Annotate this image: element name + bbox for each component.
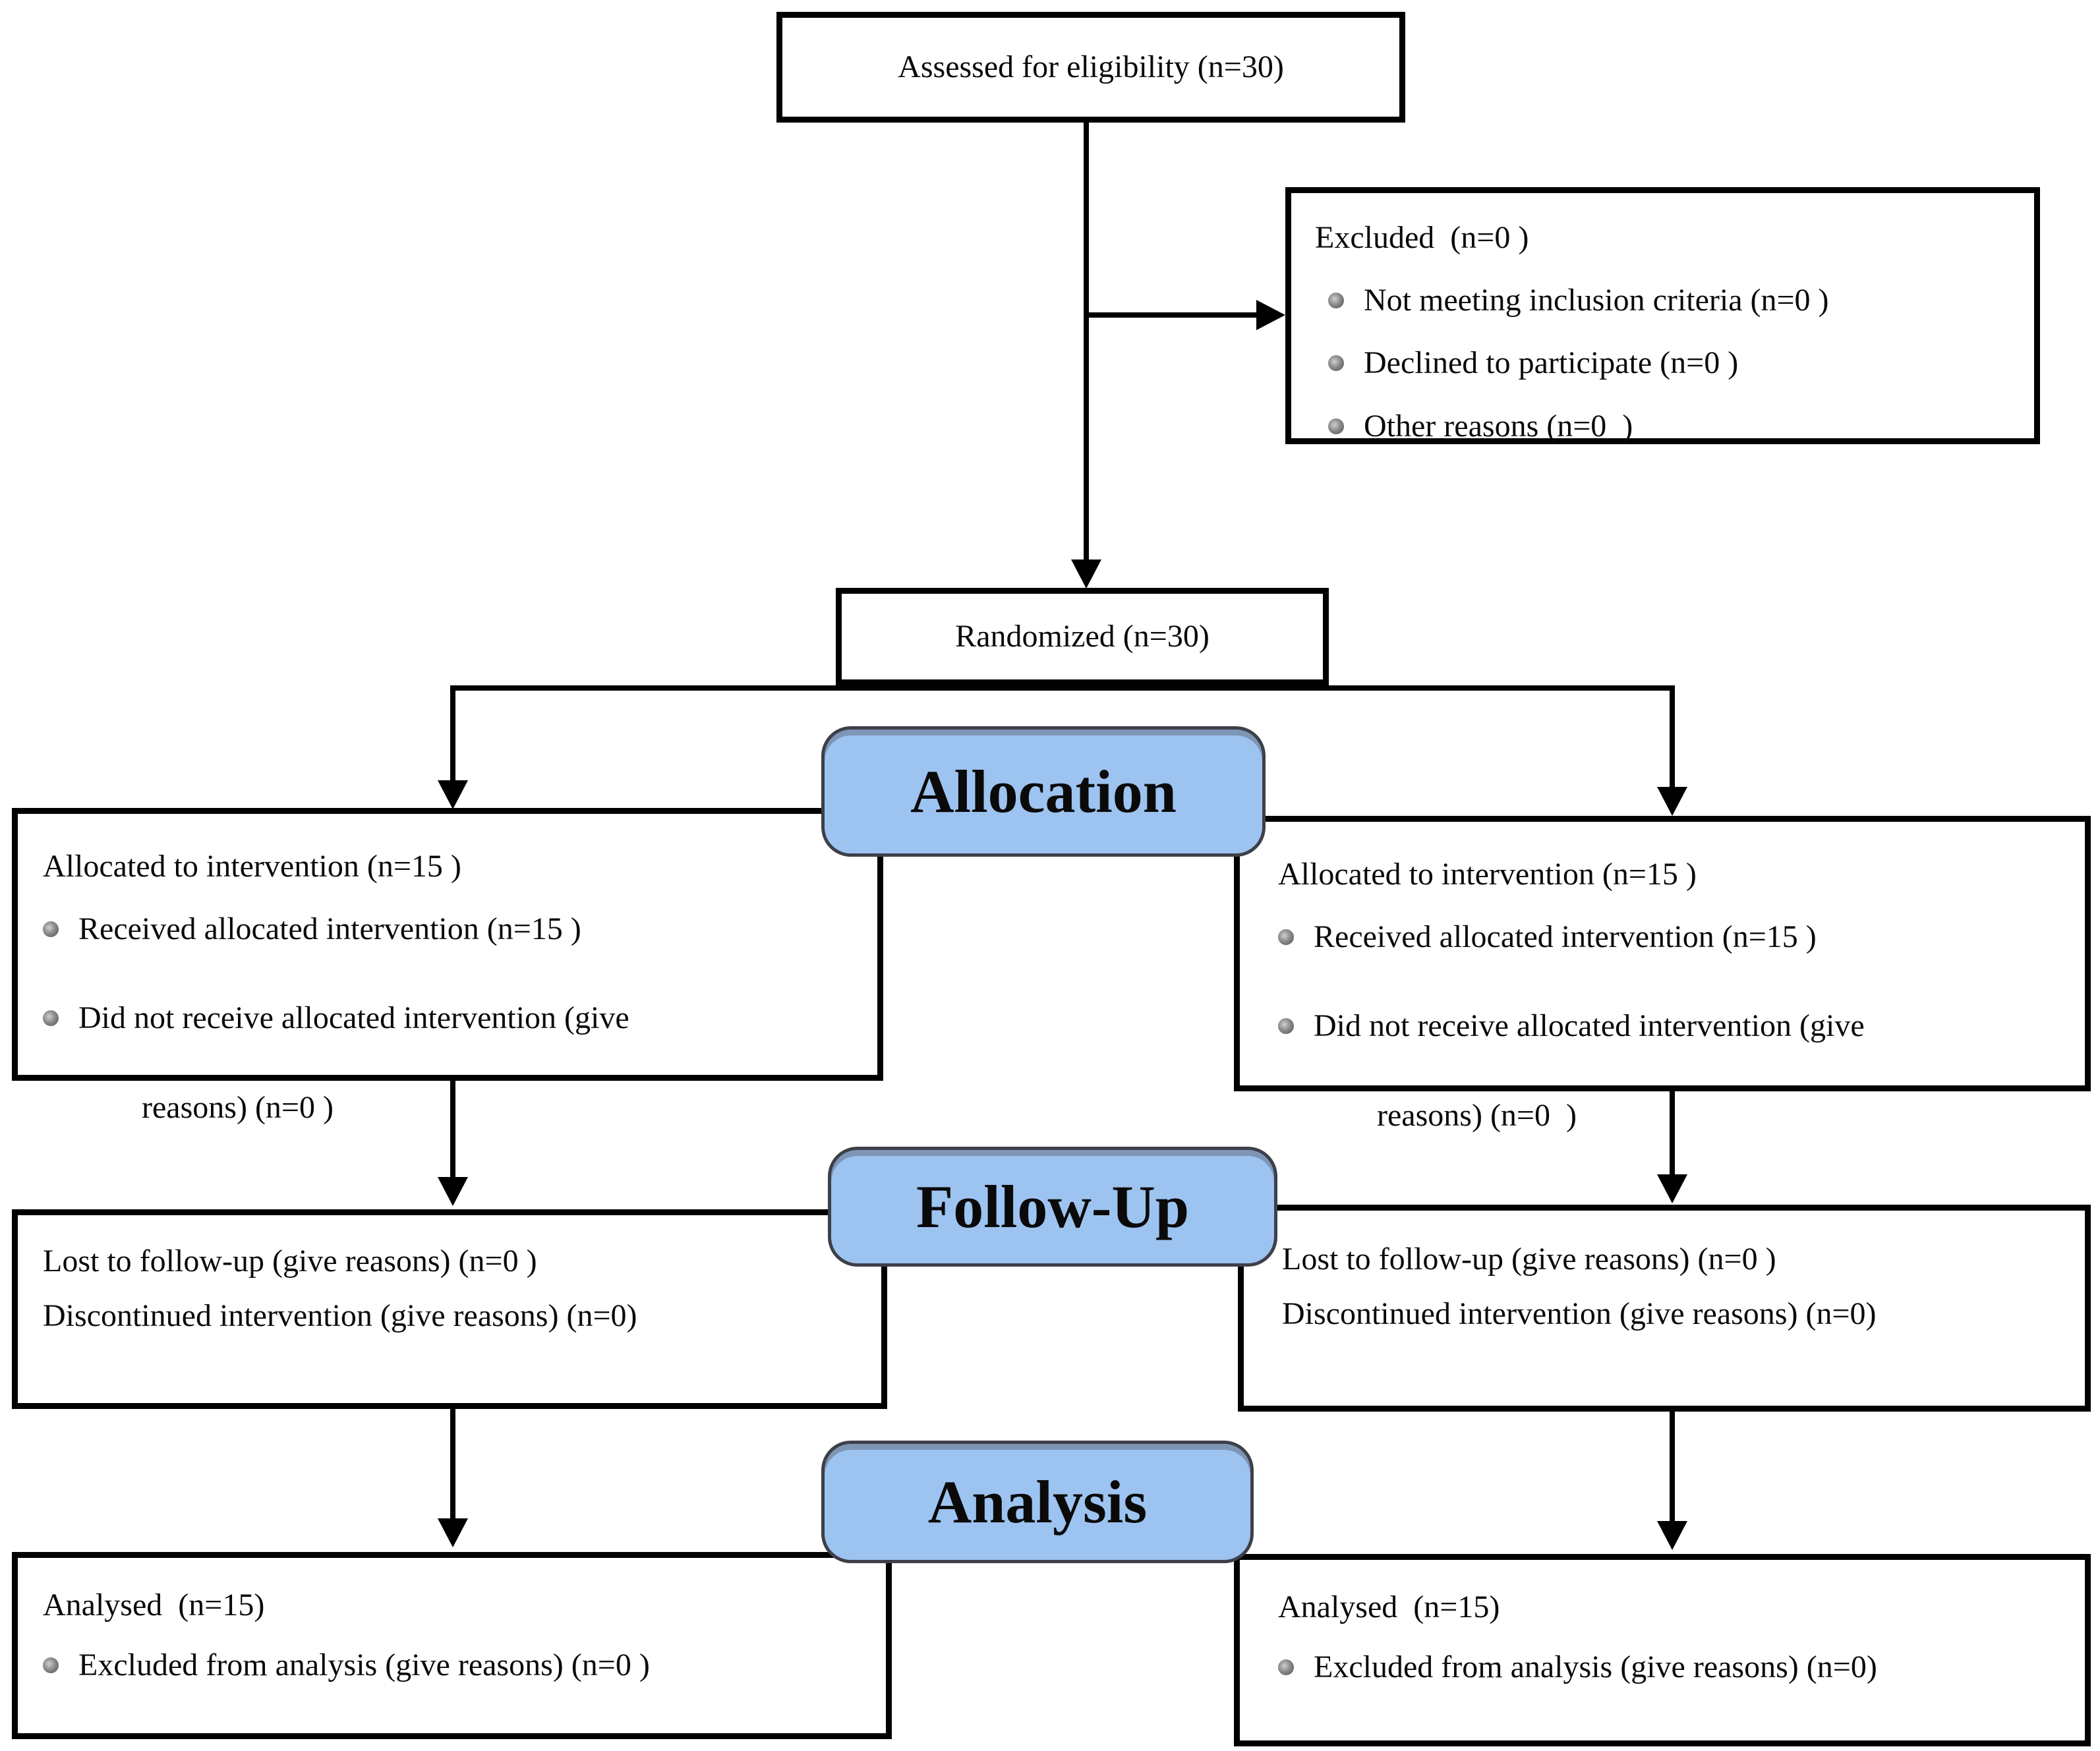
connector-left-to-allocation: [450, 685, 455, 783]
allocation-right-box: Allocated to intervention (n=15 ) Receiv…: [1234, 816, 2091, 1133]
bullet-icon: [1328, 293, 1344, 309]
excluded-item-text: Declined to participate (n=0 ): [1364, 345, 1739, 381]
excluded-item-text: Other reasons (n=0 ): [1364, 408, 1633, 444]
bullet-icon: [1328, 355, 1344, 372]
arrow-down-icon: [1071, 560, 1101, 588]
excluded-item: Declined to participate (n=0 ): [1315, 345, 2021, 381]
connector-right-to-allocation: [1670, 685, 1675, 789]
analysis-right-box: Analysed (n=15) Excluded from analysis (…: [1234, 1554, 2091, 1746]
followup-right-lost: Lost to follow-up (give reasons) (n=0 ): [1282, 1242, 1776, 1277]
analysis-left-box: Analysed (n=15) Excluded from analysis (…: [12, 1552, 892, 1739]
bullet-icon: [43, 1010, 59, 1027]
analysis-right-excluded: Excluded from analysis (give reasons) (n…: [1278, 1649, 2072, 1709]
randomized-text: Randomized (n=30): [955, 619, 1210, 654]
bullet-icon: [1278, 1659, 1294, 1676]
connector-randomization-split: [450, 685, 1675, 691]
connector-left-to-analysis: [450, 1408, 455, 1520]
analysis-left-excluded: Excluded from analysis (give reasons) (n…: [43, 1647, 873, 1707]
connector-right-to-analysis: [1670, 1410, 1675, 1521]
arrow-down-icon: [438, 1518, 468, 1547]
allocation-right-not-received-text: Did not receive allocated intervention (…: [1314, 1008, 1865, 1044]
analysis-right-title: Analysed (n=15): [1278, 1590, 1500, 1624]
followup-right-box: Lost to follow-up (give reasons) (n=0 ) …: [1238, 1205, 2091, 1412]
allocation-right-received: Received allocated intervention (n=15 ): [1278, 919, 2072, 981]
followup-stage-label: Follow-Up: [828, 1147, 1277, 1267]
arrow-right-icon: [1256, 300, 1285, 330]
analysis-stage-label: Analysis: [821, 1441, 1254, 1563]
connector-assessed-to-randomized: [1084, 123, 1089, 564]
excluded-item: Not meeting inclusion criteria (n=0 ): [1315, 282, 2021, 318]
arrow-down-icon: [438, 1177, 468, 1206]
excluded-box: Excluded (n=0 ) Not meeting inclusion cr…: [1285, 187, 2040, 444]
bullet-icon: [1278, 1018, 1294, 1035]
analysis-left-excluded-text: Excluded from analysis (give reasons) (n…: [78, 1648, 650, 1683]
arrow-down-icon: [438, 780, 468, 809]
allocation-left-title: Allocated to intervention (n=15 ): [43, 849, 461, 884]
allocation-left-received: Received allocated intervention (n=15 ): [43, 911, 864, 973]
allocation-right-received-text: Received allocated intervention (n=15 ): [1314, 919, 1817, 955]
analysis-left-title: Analysed (n=15): [43, 1588, 265, 1622]
allocation-right-not-received: Did not receive allocated intervention (…: [1278, 1008, 2072, 1070]
analysis-right-excluded-text: Excluded from analysis (give reasons) (n…: [1314, 1650, 1877, 1685]
allocation-left-received-text: Received allocated intervention (n=15 ): [78, 911, 581, 947]
arrow-down-icon: [1657, 787, 1687, 816]
assessed-eligibility-box: Assessed for eligibility (n=30): [776, 12, 1405, 123]
connector-left-to-followup: [450, 1078, 455, 1178]
allocation-left-not-received-cont: reasons) (n=0 ): [142, 1089, 334, 1125]
allocation-stage-text: Allocation: [910, 758, 1177, 825]
bullet-icon: [1328, 418, 1344, 434]
connector-to-excluded: [1086, 312, 1258, 318]
followup-left-discontinued: Discontinued intervention (give reasons)…: [43, 1298, 637, 1334]
assessed-eligibility-text: Assessed for eligibility (n=30): [898, 49, 1284, 85]
arrow-down-icon: [1657, 1521, 1687, 1550]
followup-left-lost: Lost to follow-up (give reasons) (n=0 ): [43, 1244, 537, 1278]
randomized-box: Randomized (n=30): [836, 588, 1329, 685]
arrow-down-icon: [1657, 1174, 1687, 1203]
bullet-icon: [1278, 929, 1294, 946]
allocation-stage-label: Allocation: [821, 726, 1266, 857]
allocation-left-not-received: Did not receive allocated intervention (…: [43, 1000, 864, 1062]
allocation-right-title: Allocated to intervention (n=15 ): [1278, 857, 1697, 892]
followup-stage-text: Follow-Up: [916, 1173, 1189, 1240]
allocation-left-not-received-text: Did not receive allocated intervention (…: [78, 1000, 629, 1036]
excluded-item-text: Not meeting inclusion criteria (n=0 ): [1364, 283, 1829, 318]
followup-right-discontinued: Discontinued intervention (give reasons)…: [1282, 1296, 1877, 1332]
connector-right-to-followup: [1670, 1087, 1675, 1176]
followup-left-box: Lost to follow-up (give reasons) (n=0 ) …: [12, 1209, 887, 1409]
allocation-right-not-received-cont: reasons) (n=0 ): [1377, 1097, 1577, 1133]
excluded-item: Other reasons (n=0 ): [1315, 408, 2021, 444]
bullet-icon: [43, 1657, 59, 1674]
bullet-icon: [43, 921, 59, 938]
allocation-left-box: Allocated to intervention (n=15 ) Receiv…: [12, 808, 883, 1125]
excluded-title: Excluded (n=0 ): [1315, 220, 1529, 255]
analysis-stage-text: Analysis: [927, 1468, 1148, 1536]
